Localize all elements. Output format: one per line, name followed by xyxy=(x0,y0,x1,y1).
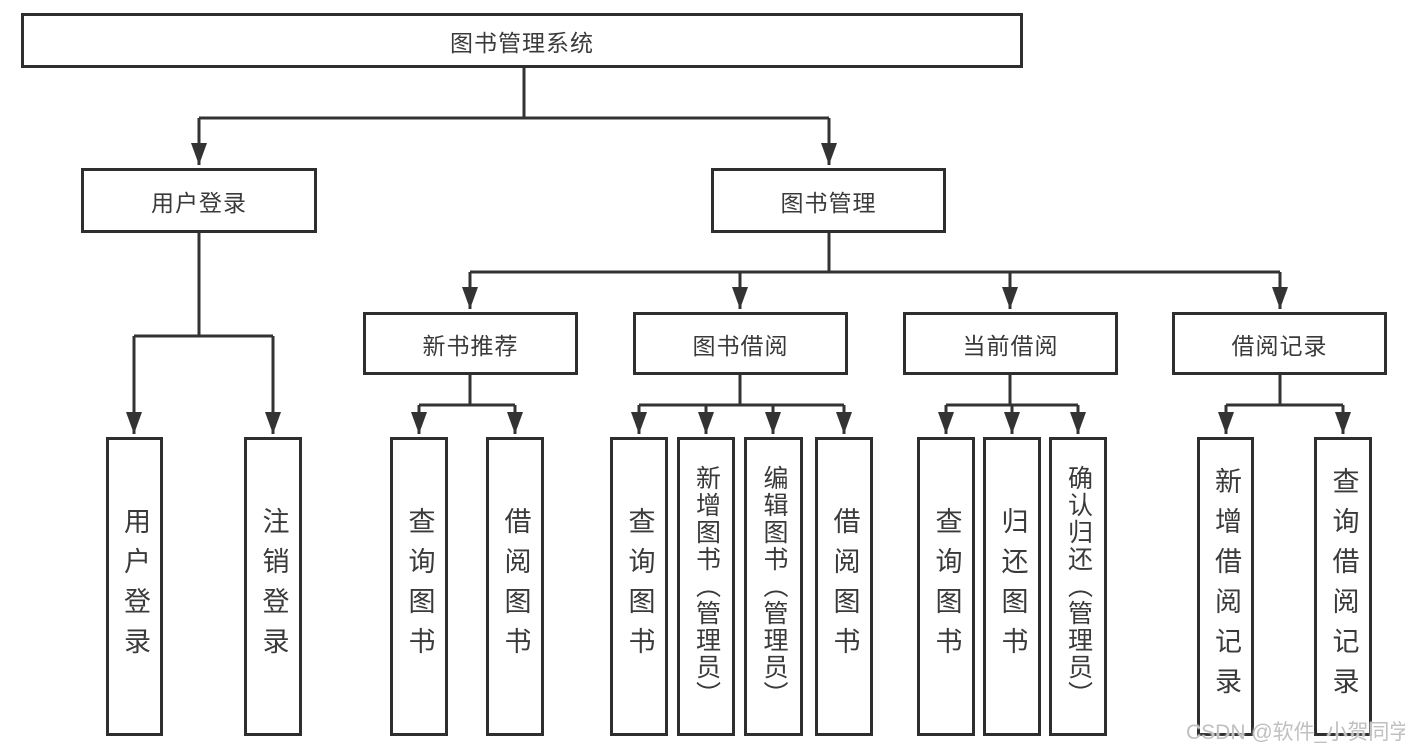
leaf-nbr-query-books: 查询图书 xyxy=(390,437,448,736)
leaf-bb-borrow-books-label: 借阅图书 xyxy=(829,506,860,667)
leaf-cb-return-books: 归还图书 xyxy=(983,437,1041,736)
node-borrow-records-label: 借阅记录 xyxy=(1231,332,1328,359)
leaf-br-query-record-label: 查询借阅记录 xyxy=(1328,466,1359,707)
leaf-nbr-borrow-books-label: 借阅图书 xyxy=(500,506,531,667)
leaf-logout-label: 注销登录 xyxy=(258,506,289,667)
leaf-bb-edit-books-admin-label: 编辑图书（管理员） xyxy=(760,465,788,708)
node-root-label: 图书管理系统 xyxy=(450,29,594,56)
node-book-management-label: 图书管理 xyxy=(780,189,877,216)
node-book-borrow: 图书借阅 xyxy=(633,312,848,375)
leaf-cb-return-books-label: 归还图书 xyxy=(997,506,1028,667)
leaf-cb-query-books: 查询图书 xyxy=(917,437,975,736)
leaf-cb-query-books-label: 查询图书 xyxy=(931,506,962,667)
leaf-user-login: 用户登录 xyxy=(106,437,163,736)
leaf-cb-confirm-return-admin: 确认归还（管理员） xyxy=(1049,437,1107,736)
leaf-bb-add-books-admin-label: 新增图书（管理员） xyxy=(692,465,721,708)
leaf-bb-query-books-label: 查询图书 xyxy=(624,506,655,667)
node-user-login: 用户登录 xyxy=(81,168,317,233)
node-new-book-recommend: 新书推荐 xyxy=(363,312,578,375)
node-user-login-label: 用户登录 xyxy=(151,189,247,216)
node-current-borrow-label: 当前借阅 xyxy=(962,332,1059,359)
node-borrow-records: 借阅记录 xyxy=(1172,312,1387,375)
leaf-bb-add-books-admin: 新增图书（管理员） xyxy=(677,437,735,736)
leaf-user-login-label: 用户登录 xyxy=(120,506,150,667)
node-root: 图书管理系统 xyxy=(21,13,1023,68)
leaf-nbr-query-books-label: 查询图书 xyxy=(404,506,435,667)
node-book-management: 图书管理 xyxy=(711,168,946,233)
leaf-bb-borrow-books: 借阅图书 xyxy=(815,437,873,736)
leaf-logout: 注销登录 xyxy=(244,437,302,736)
leaf-nbr-borrow-books: 借阅图书 xyxy=(486,437,544,736)
leaf-br-query-record: 查询借阅记录 xyxy=(1314,437,1372,736)
leaf-bb-edit-books-admin: 编辑图书（管理员） xyxy=(744,437,803,736)
watermark-text: CSDN @软件_小贺同学 xyxy=(1186,721,1405,744)
leaf-br-add-record: 新增借阅记录 xyxy=(1197,437,1254,736)
node-new-book-recommend-label: 新书推荐 xyxy=(422,332,519,359)
leaf-br-add-record-label: 新增借阅记录 xyxy=(1211,466,1241,707)
leaf-cb-confirm-return-admin-label: 确认归还（管理员） xyxy=(1064,465,1093,708)
leaf-bb-query-books: 查询图书 xyxy=(610,437,668,736)
node-current-borrow: 当前借阅 xyxy=(903,312,1118,375)
node-book-borrow-label: 图书借阅 xyxy=(692,332,789,359)
